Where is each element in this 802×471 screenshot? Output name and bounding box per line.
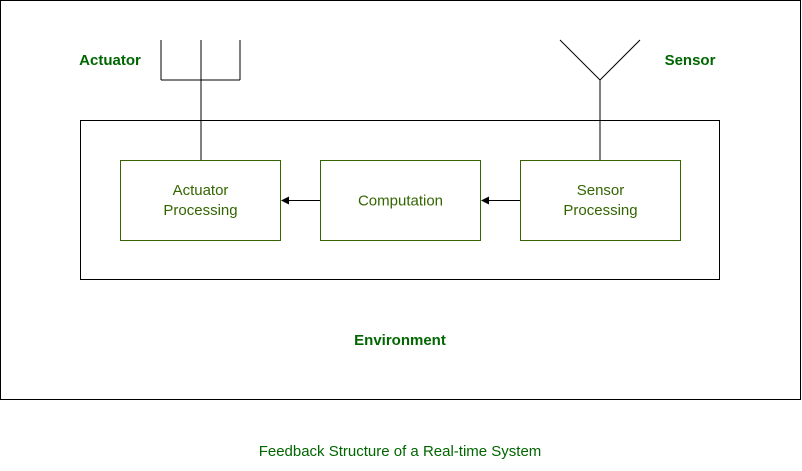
outer-frame [0, 0, 801, 400]
diagram-caption: Feedback Structure of a Real-time System [259, 443, 542, 460]
actuator-icon [160, 40, 241, 160]
sensor-processing-block [520, 160, 681, 241]
sensor-processing-label-line1: Sensor [577, 182, 625, 199]
environment-label: Environment [354, 332, 446, 349]
sensor-label: Sensor [665, 52, 716, 69]
actuator-processing-block [120, 160, 281, 241]
system-boundary [80, 120, 720, 280]
computation-label: Computation [358, 193, 443, 210]
actuator-processing-label-line2: Processing [163, 202, 237, 219]
computation-block [320, 160, 481, 241]
actuator-processing-label-line1: Actuator [173, 182, 229, 199]
actuator-label: Actuator [79, 52, 141, 69]
sensor-icon [559, 39, 641, 160]
sensor-processing-label-line2: Processing [563, 202, 637, 219]
